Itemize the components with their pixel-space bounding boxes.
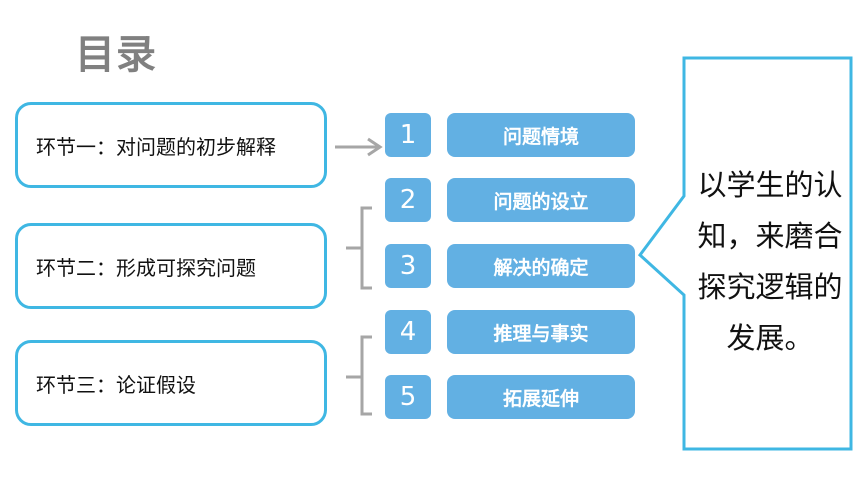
callout-text: 以学生的认 知，来磨合 探究逻辑的 发展。 (690, 160, 850, 364)
callout-line-1: 以学生的认 (697, 168, 843, 202)
stage-label-3: 环节三：论证假设 (36, 372, 196, 397)
callout-line-2: 知，来磨合 (697, 219, 843, 253)
stage-box-2: 环节二：形成可探究问题 (15, 223, 327, 309)
step-number-4: 4 (385, 310, 431, 354)
callout-line-4: 发展。 (726, 321, 814, 355)
step-pill-3: 解决的确定 (447, 244, 635, 288)
step-number-2: 2 (385, 178, 431, 222)
stage-box-1: 环节一：对问题的初步解释 (15, 102, 327, 188)
step-number-3: 3 (385, 244, 431, 288)
stage-label-2: 环节二：形成可探究问题 (36, 255, 256, 280)
bracket-stage-2 (346, 206, 372, 290)
callout-box (637, 56, 853, 451)
callout-line-3: 探究逻辑的 (697, 270, 843, 304)
arrow-icon (335, 137, 383, 157)
step-pill-5: 拓展延伸 (447, 375, 635, 419)
page-title: 目录 (75, 32, 157, 78)
stage-label-1: 环节一：对问题的初步解释 (36, 134, 276, 159)
step-number-5: 5 (385, 375, 431, 419)
step-pill-1: 问题情境 (447, 113, 635, 157)
step-pill-2: 问题的设立 (447, 178, 635, 222)
step-pill-4: 推理与事实 (447, 310, 635, 354)
bracket-stage-3 (346, 335, 372, 416)
step-number-1: 1 (385, 113, 431, 157)
stage-box-3: 环节三：论证假设 (15, 340, 327, 426)
